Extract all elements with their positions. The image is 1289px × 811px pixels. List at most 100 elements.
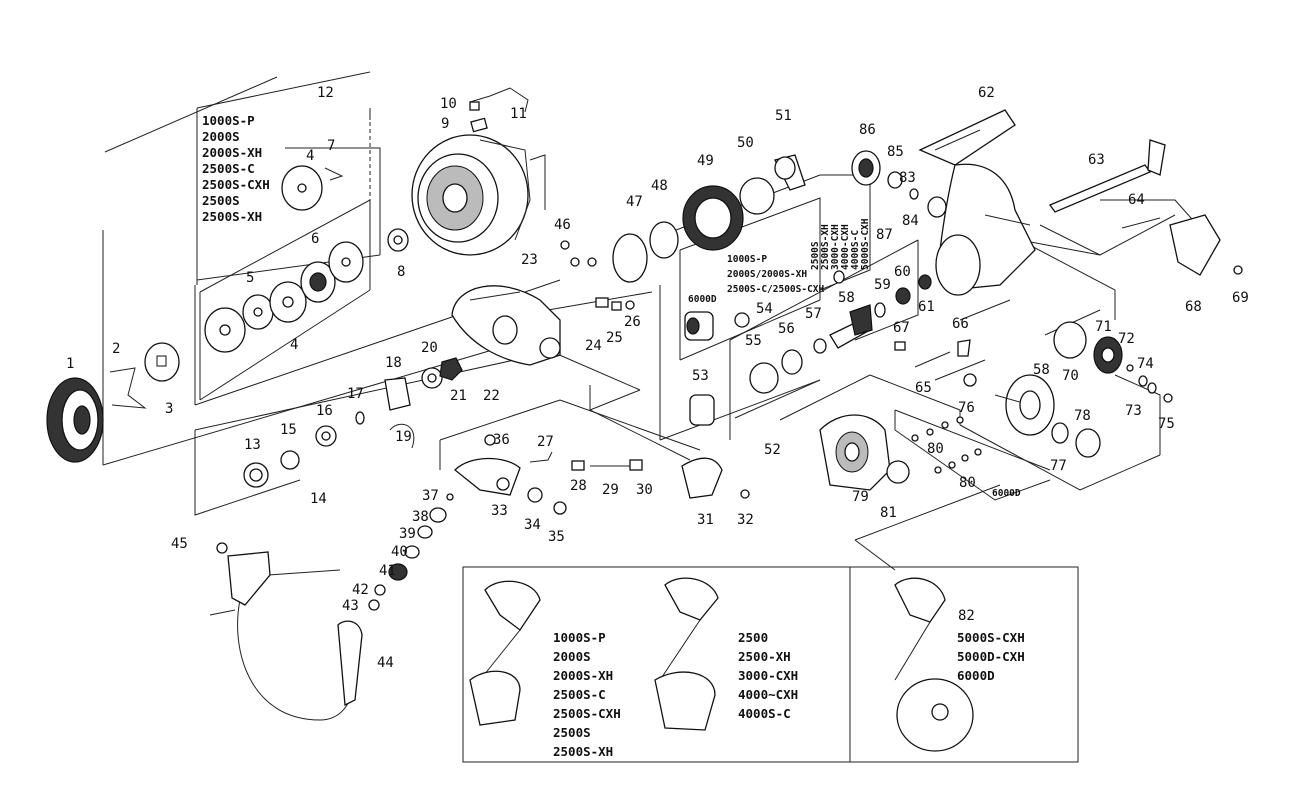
- part-number-label: 49: [697, 153, 714, 169]
- handle-3-model-2: 6000D: [957, 668, 995, 683]
- part-number-label: 38: [412, 509, 429, 525]
- part-number-label: 27: [537, 434, 554, 450]
- part-bail-wire: [237, 599, 357, 721]
- part-number-label: 2: [112, 341, 120, 357]
- part-number-label: 30: [636, 482, 653, 498]
- part-number-label: 59: [874, 277, 891, 293]
- part-number-label: 31: [697, 512, 714, 528]
- handle-3-model-0: 5000S-CXH: [957, 630, 1025, 645]
- part-number-label: 64: [1128, 192, 1145, 208]
- part-number-label: 33: [491, 503, 508, 519]
- part-number-label: 45: [171, 536, 188, 552]
- spool-model-1: 2000S: [202, 129, 240, 144]
- part-number-label: 44: [377, 655, 394, 671]
- rotor-model-1: 2000S/2000S-XH: [727, 269, 807, 280]
- spool-model-4: 2500S-CXH: [202, 177, 270, 192]
- part-clip: [109, 367, 147, 409]
- rotor-label-6000: 6000D: [688, 294, 717, 305]
- gear-label-6000: 6000D: [992, 488, 1021, 499]
- handle-box: [462, 566, 1079, 763]
- part-number-label: 68: [1185, 299, 1202, 315]
- part-number-label: 36: [493, 432, 510, 448]
- part-number-label: 56: [778, 321, 795, 337]
- part-number-label: 40: [391, 544, 408, 560]
- vertical-model-4: 4000S-C: [850, 230, 861, 270]
- vertical-model-3: 4000-CXH: [840, 224, 851, 270]
- rotor-model-2: 2500S-C/2500S-CXH: [727, 284, 825, 295]
- part-number-label: 4: [306, 148, 314, 164]
- spool-model-5: 2500S: [202, 193, 240, 208]
- part-number-label: 37: [422, 488, 439, 504]
- handle-1-model-0: 1000S-P: [553, 630, 606, 645]
- part-number-label: 16: [316, 403, 333, 419]
- part-number-label: 8: [397, 264, 405, 280]
- part-number-label: 19: [395, 429, 412, 445]
- handle-1-model-1: 2000S: [553, 649, 591, 664]
- part-number-label: 54: [756, 301, 773, 317]
- part-number-label: 13: [244, 437, 261, 453]
- part-number-label: 55: [745, 333, 762, 349]
- handle-group-2: 2500 2500-XH 3000-CXH 4000~CXH 4000S-C: [738, 630, 798, 721]
- part-number-label: 35: [548, 529, 565, 545]
- part-number-label: 75: [1158, 416, 1175, 432]
- part-number-label: 85: [887, 144, 904, 160]
- handle-2-model-2: 3000-CXH: [738, 668, 798, 683]
- part-number-label: 9: [441, 116, 449, 132]
- part-number-label: 78: [1074, 408, 1091, 424]
- part-number-label: 6: [311, 231, 319, 247]
- part-number-label: 80: [927, 441, 944, 457]
- part-number-label: 86: [859, 122, 876, 138]
- part-number-label: 23: [521, 252, 538, 268]
- part-number-label: 76: [958, 400, 975, 416]
- part-number-label: 32: [737, 512, 754, 528]
- part-number-label: 58: [838, 290, 855, 306]
- spool-model-6: 2500S-XH: [202, 209, 262, 224]
- handle-1-model-4: 2500S-CXH: [553, 706, 621, 721]
- part-number-label: 5: [246, 270, 254, 286]
- part-spool: [411, 134, 531, 256]
- vertical-model-list: 2500S 2500S-XH 3000-CXH 4000-CXH 4000S-C…: [810, 218, 871, 270]
- handle-group-1: 1000S-P 2000S 2000S-XH 2500S-C 2500S-CXH…: [553, 630, 621, 759]
- part-number-label: 10: [440, 96, 457, 112]
- part-number-label: 24: [585, 338, 602, 354]
- part-number-label: 26: [624, 314, 641, 330]
- vertical-model-5: 5000S-CXH: [860, 218, 871, 270]
- handle-3-model-1: 5000D-CXH: [957, 649, 1025, 664]
- rotor-model-0: 1000S-P: [727, 254, 767, 265]
- part-number-label: 63: [1088, 152, 1105, 168]
- part-spool-clip: [469, 87, 529, 113]
- part-number-label: 7: [327, 138, 335, 154]
- handle-1-model-5: 2500S: [553, 725, 591, 740]
- spool-model-0: 1000S-P: [202, 113, 255, 128]
- part-screws-80: [911, 416, 982, 474]
- part-number-label: 58: [1033, 362, 1050, 378]
- part-number-label: 12: [317, 85, 334, 101]
- part-number-label: 15: [280, 422, 297, 438]
- part-number-label: 57: [805, 306, 822, 322]
- part-drag-knob: [46, 377, 104, 463]
- part-number-label: 79: [852, 489, 869, 505]
- part-number-label: 46: [554, 217, 571, 233]
- handle-group-3: 5000S-CXH 5000D-CXH 6000D: [957, 630, 1025, 683]
- part-number-label: 71: [1095, 319, 1112, 335]
- part-number-label: 25: [606, 330, 623, 346]
- part-number-label: 28: [570, 478, 587, 494]
- part-number-label: 66: [952, 316, 969, 332]
- part-number-label: 11: [510, 106, 527, 122]
- part-reel-body: [918, 109, 1036, 296]
- part-number-label: 18: [385, 355, 402, 371]
- part-number-label: 48: [651, 178, 668, 194]
- part-number-label: 52: [764, 442, 781, 458]
- part-number-label: 83: [899, 170, 916, 186]
- part-number-label: 74: [1137, 356, 1154, 372]
- part-number-label: 43: [342, 598, 359, 614]
- part-drag-washers: [204, 165, 364, 353]
- part-number-label: 72: [1118, 331, 1135, 347]
- part-number-label: 39: [399, 526, 416, 542]
- handle-2-model-0: 2500: [738, 630, 768, 645]
- spool-model-list: 1000S-P 2000S 2000S-XH 2500S-C 2500S-CXH…: [202, 113, 270, 224]
- part-number-label: 50: [737, 135, 754, 151]
